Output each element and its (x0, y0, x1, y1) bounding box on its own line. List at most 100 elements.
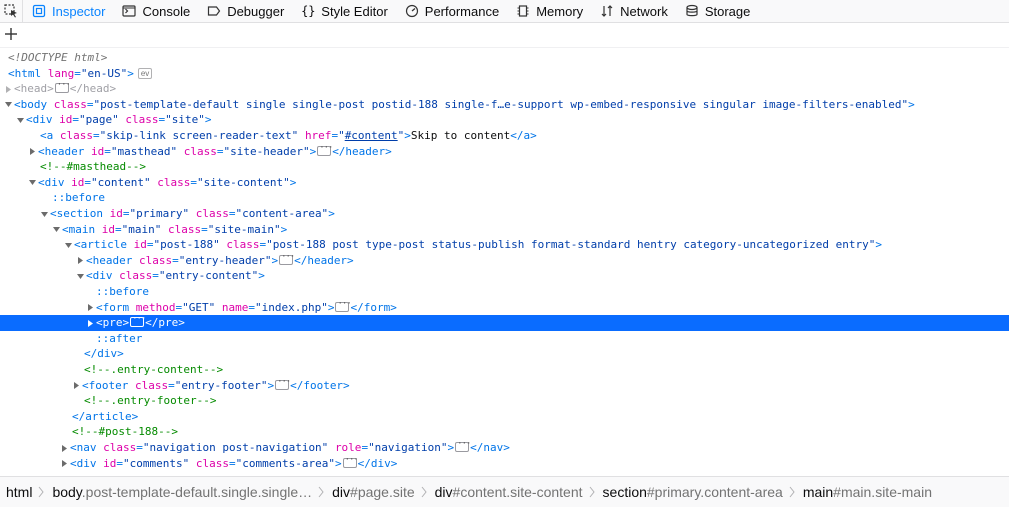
collapse-toggle-icon[interactable] (28, 178, 37, 187)
attr-value: "site" (165, 113, 205, 127)
add-node-icon[interactable] (3, 26, 19, 42)
debugger-icon (206, 3, 222, 19)
collapsed-ellipsis[interactable] (275, 375, 290, 390)
breadcrumb-item[interactable]: section#primary.content-area (602, 484, 783, 500)
pre-node-selected[interactable]: <pre></pre> (0, 312, 1009, 331)
nav-node[interactable]: <nav class="navigation post-navigation" … (0, 437, 1009, 456)
storage-icon (684, 3, 700, 19)
attr-value: "index.php" (255, 300, 328, 314)
body-node[interactable]: <body class="post-template-default singl… (0, 97, 1009, 113)
chevron-right-icon (318, 486, 326, 498)
pseudo-before-node[interactable]: ::before (0, 190, 1009, 206)
pseudo-before-node[interactable]: ::before (0, 284, 1009, 300)
doctype: <!DOCTYPE html> (8, 51, 108, 64)
element-picker-button[interactable] (0, 0, 23, 22)
header-entry-node[interactable]: <header class="entry-header"></header> (0, 250, 1009, 269)
attr-value: "navigation" (368, 441, 448, 454)
comment-node[interactable]: <!--.entry-content--> (0, 362, 1009, 378)
text-node: Skip to content (410, 129, 511, 142)
form-node[interactable]: <form method="GET" name="index.php"></fo… (0, 297, 1009, 316)
expand-toggle-icon[interactable] (72, 381, 81, 390)
comment-text: <!--.entry-content--> (84, 363, 224, 376)
comment-node[interactable]: <!--#masthead--> (0, 159, 1009, 175)
tab-performance[interactable]: Performance (396, 0, 507, 22)
tab-inspector[interactable]: Inspector (23, 0, 113, 22)
collapsed-ellipsis[interactable] (54, 78, 70, 94)
div-entry-content-node[interactable]: <div class="entry-content"> (0, 268, 1009, 284)
div-page-node[interactable]: <div id="page" class="site"> (0, 112, 1009, 128)
network-icon (599, 3, 615, 19)
attr-value: "site-main" (207, 222, 281, 236)
tab-storage[interactable]: Storage (676, 0, 759, 22)
breadcrumb-item[interactable]: main#main.site-main (802, 484, 932, 500)
tab-label: Console (142, 3, 191, 19)
article-node[interactable]: <article id="post-188" class="post-188 p… (0, 237, 1009, 253)
collapsed-ellipsis[interactable] (335, 297, 351, 312)
header-masthead-node[interactable]: <header id="masthead" class="site-header… (0, 141, 1009, 160)
collapse-toggle-icon[interactable] (40, 210, 49, 219)
div-comments-node[interactable]: <div id="comments" class="comments-area"… (0, 453, 1009, 472)
div-close[interactable]: </div> (84, 347, 124, 361)
inspector-icon (31, 3, 47, 19)
collapse-toggle-icon[interactable] (16, 116, 25, 125)
tab-debugger[interactable]: Debugger (198, 0, 292, 22)
tab-style-editor[interactable]: {} Style Editor (292, 0, 395, 22)
comment-node[interactable]: <!--.entry-footer--> (0, 393, 1009, 409)
attr-value: "entry-content" (158, 269, 259, 283)
pseudo-element: ::after (96, 331, 143, 345)
section-primary-node[interactable]: <section id="primary" class="content-are… (0, 206, 1009, 222)
tab-memory[interactable]: Memory (507, 0, 591, 22)
collapse-toggle-icon[interactable] (76, 272, 85, 281)
collapse-toggle-icon[interactable] (4, 100, 13, 109)
collapsed-ellipsis[interactable] (317, 141, 332, 156)
collapsed-ellipsis[interactable] (130, 312, 145, 328)
chevron-right-icon (421, 486, 429, 498)
pseudo-after-node[interactable]: ::after (0, 331, 1009, 347)
expand-toggle-icon[interactable] (86, 303, 95, 312)
expand-toggle-icon[interactable] (4, 85, 13, 94)
collapsed-ellipsis[interactable] (455, 437, 470, 453)
tab-label: Network (620, 3, 668, 19)
chevron-right-icon (789, 486, 797, 498)
expand-toggle-icon[interactable] (60, 459, 69, 468)
attr-value: "comments-area" (235, 456, 335, 470)
href-link[interactable]: #content (344, 129, 398, 142)
comment-text: <!--#masthead--> (40, 160, 146, 174)
comment-text: <!--.entry-footer--> (84, 394, 217, 408)
tab-network[interactable]: Network (591, 0, 676, 22)
tab-label: Storage (704, 3, 751, 19)
head-node[interactable]: <head></head> (0, 78, 1009, 97)
collapsed-ellipsis[interactable] (342, 453, 358, 468)
footer-entry-node[interactable]: <footer class="entry-footer"></footer> (0, 375, 1009, 394)
expand-toggle-icon[interactable] (60, 444, 69, 453)
chevron-right-icon (589, 486, 597, 498)
tab-label: Memory (536, 3, 584, 19)
div-content-node[interactable]: <div id="content" class="site-content"> (0, 175, 1009, 191)
tab-label: Inspector (52, 3, 106, 19)
breadcrumb-item[interactable]: html (6, 484, 33, 500)
skip-link-node[interactable]: <a class="skip-link screen-reader-text" … (40, 129, 537, 142)
expand-toggle-icon[interactable] (76, 256, 85, 265)
collapse-toggle-icon[interactable] (52, 225, 61, 234)
main-node[interactable]: <main id="main" class="site-main"> (0, 222, 1009, 238)
article-close[interactable]: </article> (72, 409, 139, 423)
event-badge[interactable]: ev (137, 68, 153, 80)
braces-icon: {} (301, 4, 316, 18)
collapsed-ellipsis[interactable] (279, 250, 294, 265)
expand-toggle-icon[interactable] (86, 319, 95, 328)
tab-console[interactable]: Console (113, 0, 198, 22)
attr-value: "page" (79, 113, 119, 127)
collapse-toggle-icon[interactable] (64, 241, 73, 250)
breadcrumb-item[interactable]: body.post-template-default.single.single… (52, 484, 313, 500)
attr-value: "site-header" (223, 144, 310, 158)
pseudo-element: ::before (52, 191, 105, 205)
attr-value: "site-content" (196, 175, 290, 189)
breadcrumb-item[interactable]: div#content.site-content (434, 484, 583, 500)
breadcrumb-item[interactable]: div#page.site (332, 484, 415, 500)
expand-toggle-icon[interactable] (28, 147, 37, 156)
comment-node[interactable]: <!--#post-188--> (0, 424, 1009, 440)
attr-value: "skip-link screen-reader-text" (99, 129, 299, 142)
html-node[interactable]: <html lang="en-US">ev (0, 66, 1009, 82)
attr-value: "primary" (129, 207, 190, 220)
doctype-line: <!DOCTYPE html> (0, 50, 1009, 66)
